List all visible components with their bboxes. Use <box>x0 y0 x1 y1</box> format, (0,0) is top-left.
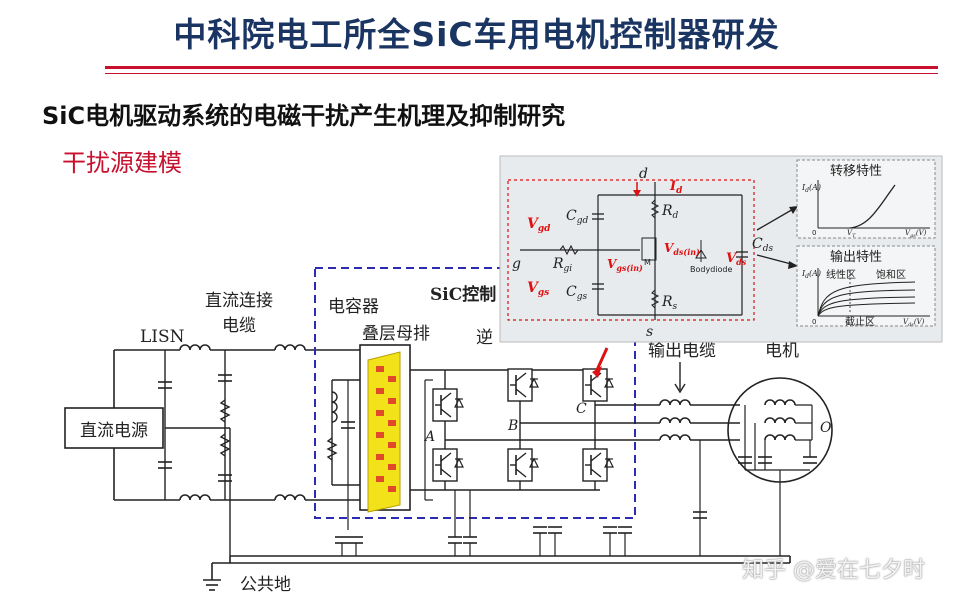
svg-text:Id(A): Id(A) <box>801 269 821 280</box>
capacitor-label: 电容器 <box>328 297 379 317</box>
busbar-label: 叠层母排 <box>362 324 430 344</box>
inverter-label: 逆 <box>476 328 493 348</box>
svg-text:VT: VT <box>847 229 856 239</box>
transfer-characteristic-chart <box>796 159 936 239</box>
dc-cable-label: 直流连接 <box>205 291 273 311</box>
svg-text:截止区: 截止区 <box>845 315 875 328</box>
slide-subtitle: SiC电机驱动系统的电磁干扰产生机理及抑制研究 <box>42 102 566 130</box>
svg-text:Rs: Rs <box>661 294 678 312</box>
sic-controller-label: SiC控制 <box>430 284 496 305</box>
inset-m-label: M <box>644 258 651 267</box>
node-o-label: O <box>820 420 832 436</box>
svg-text:饱和区: 饱和区 <box>876 269 906 281</box>
page-title: 中科院电工所全SiC车用电机控制器研发 <box>173 15 780 54</box>
sic-controller-box <box>314 267 636 519</box>
svg-text:线性区: 线性区 <box>826 268 856 281</box>
transfer-title: 转移特性 <box>830 164 882 179</box>
svg-text:Cds: Cds <box>752 236 773 254</box>
svg-text:Rd: Rd <box>661 203 679 221</box>
svg-text:Vgs: Vgs <box>527 280 549 298</box>
svg-text:Rgi: Rgi <box>552 256 572 274</box>
svg-text:Vds(V): Vds(V) <box>903 318 925 328</box>
ground-label: 公共地 <box>240 575 291 595</box>
output-title: 输出特性 <box>830 249 882 265</box>
inset-g-label: g <box>512 256 521 272</box>
svg-text:Vds(in): Vds(in) <box>664 241 700 257</box>
title-rule-thin <box>105 73 938 74</box>
inset-bodydiode-label: Bodydiode <box>690 265 732 274</box>
dc-cable-label-2: 电缆 <box>222 316 256 336</box>
node-b-label: B <box>507 418 518 434</box>
motor-label: 电机 <box>765 341 799 361</box>
title-rule <box>105 66 938 69</box>
svg-text:Vgd: Vgd <box>527 216 551 234</box>
inset-d-label: d <box>639 166 648 182</box>
svg-text:Cgd: Cgd <box>566 208 588 226</box>
svg-text:0: 0 <box>812 229 816 237</box>
svg-text:Id: Id <box>669 179 683 196</box>
svg-text:Vgs(in): Vgs(in) <box>607 257 643 273</box>
svg-text:Vds: Vds <box>726 251 747 267</box>
section-heading: 干扰源建模 <box>62 149 182 177</box>
motor-circle <box>727 377 833 483</box>
svg-text:Id(A): Id(A) <box>801 183 821 194</box>
inset-s-label: s <box>646 324 653 340</box>
node-a-label: A <box>423 429 435 445</box>
watermark: 知乎 @爱在七夕时 <box>742 558 925 583</box>
svg-text:Vgs(V): Vgs(V) <box>905 229 927 239</box>
svg-text:Cgs: Cgs <box>566 284 587 302</box>
dc-source-label: 直流电源 <box>80 421 148 441</box>
svg-text:0: 0 <box>812 318 816 326</box>
node-c-label: C <box>576 401 587 417</box>
lisn-label: LISN <box>140 327 185 347</box>
output-cable-label: 输出电缆 <box>648 341 716 361</box>
